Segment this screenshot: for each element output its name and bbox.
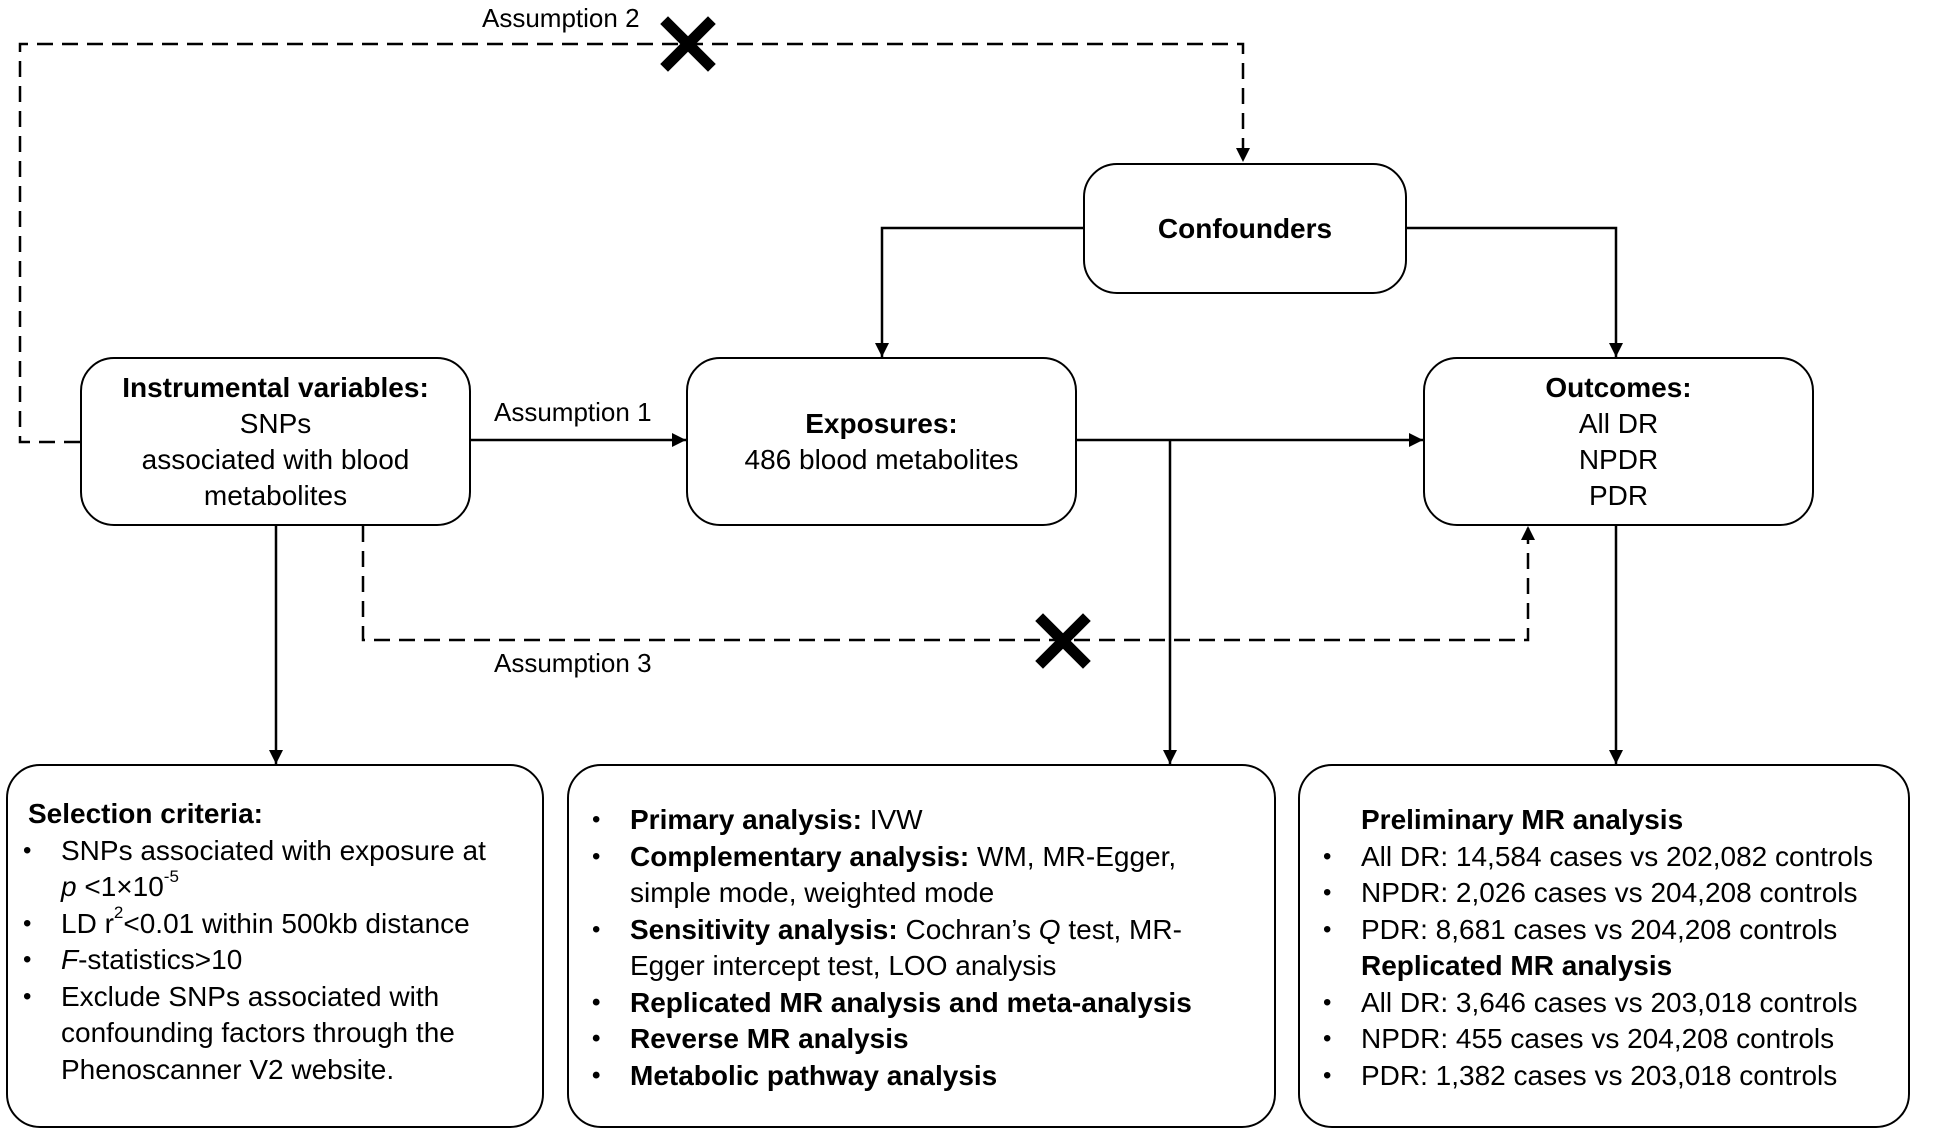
assumption-1-label: Assumption 1 — [494, 397, 652, 427]
confounders-to-outcomes-arrow — [1407, 226, 1623, 357]
assumption-3-label: Assumption 3 — [494, 648, 652, 678]
outcomes-title: Outcomes: — [1545, 371, 1692, 403]
exposures-box: Exposures: 486 blood metabolites — [686, 357, 1077, 526]
violation-cross-icon — [1035, 613, 1091, 669]
list-item: LD r2<0.01 within 500kb distance — [8, 904, 530, 943]
instrumental-title: Instrumental variables: — [122, 371, 429, 403]
confounders-box: Confounders — [1083, 163, 1407, 294]
exposures-title: Exposures: — [805, 407, 958, 439]
outcomes-line: PDR — [1588, 479, 1649, 511]
outcomes-box: Outcomes: All DR NPDR PDR — [1423, 357, 1814, 526]
list-item: Sensitivity analysis: Cochran’s Q test, … — [577, 912, 1256, 985]
instrumental-line: associated with blood — [141, 443, 410, 475]
list-item: Complementary analysis: WM, MR-Egger, si… — [577, 839, 1256, 912]
list-item: PDR: 1,382 cases vs 203,018 controls — [1308, 1058, 1898, 1095]
confounders-to-exposures-arrow — [875, 226, 1083, 357]
assumption-2-label: Assumption 2 — [482, 3, 640, 33]
replicated-title: Replicated MR analysis — [1361, 950, 1673, 981]
list-item: F-statistics>10 — [8, 942, 530, 979]
outcomes-line: All DR — [1578, 407, 1659, 439]
instrumental-line: metabolites — [203, 479, 348, 511]
exposures-line: 486 blood metabolites — [744, 443, 1019, 475]
list-item: NPDR: 455 cases vs 204,208 controls — [1308, 1021, 1898, 1058]
list-item: Reverse MR analysis — [577, 1021, 1256, 1058]
replicated-list: All DR: 3,646 cases vs 203,018 controls … — [1308, 985, 1898, 1095]
selection-criteria-box: Selection criteria: SNPs associated with… — [6, 764, 544, 1128]
list-item: All DR: 14,584 cases vs 202,082 controls — [1308, 839, 1898, 876]
analysis-list: Primary analysis: IVW Complementary anal… — [577, 802, 1256, 1094]
preliminary-title: Preliminary MR analysis — [1361, 804, 1684, 835]
list-item: NPDR: 2,026 cases vs 204,208 controls — [1308, 875, 1898, 912]
assumption-2-path — [18, 42, 1250, 444]
list-item: SNPs associated with exposure at p <1×10… — [8, 833, 530, 906]
mr-results-box: Preliminary MR analysis All DR: 14,584 c… — [1298, 764, 1910, 1128]
analysis-methods-box: Primary analysis: IVW Complementary anal… — [567, 764, 1276, 1128]
list-item: Exclude SNPs associated with confounding… — [8, 979, 530, 1089]
list-item: Replicated MR analysis and meta-analysis — [577, 985, 1256, 1022]
list-item: PDR: 8,681 cases vs 204,208 controls — [1308, 912, 1898, 949]
list-item: All DR: 3,646 cases vs 203,018 controls — [1308, 985, 1898, 1022]
assumption-3-path — [361, 526, 1535, 642]
instrumental-line: SNPs — [239, 407, 312, 439]
list-item: Primary analysis: IVW — [577, 802, 1256, 839]
list-item: Metabolic pathway analysis — [577, 1058, 1256, 1095]
selection-list: SNPs associated with exposure at p <1×10… — [8, 833, 530, 1089]
preliminary-list: All DR: 14,584 cases vs 202,082 controls… — [1308, 839, 1898, 949]
outcomes-line: NPDR — [1578, 443, 1659, 475]
instrumental-variables-box: Instrumental variables: SNPs associated … — [80, 357, 471, 526]
confounders-title: Confounders — [1157, 212, 1333, 244]
selection-title: Selection criteria: — [28, 798, 263, 829]
violation-cross-icon — [660, 16, 716, 72]
